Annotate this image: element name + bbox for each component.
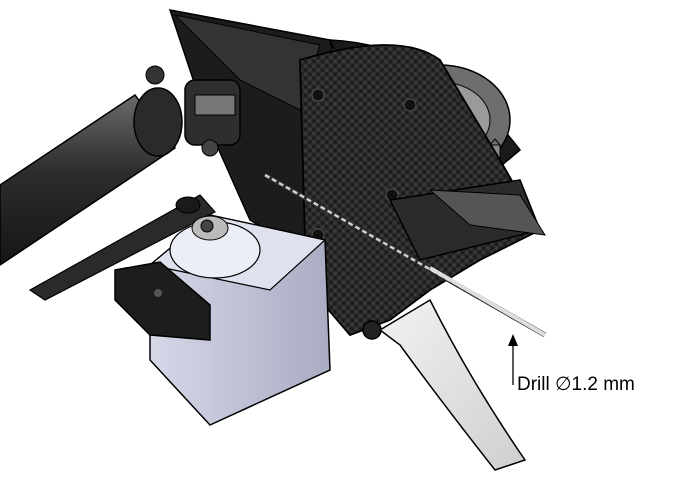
pushrod [28,194,216,301]
bellcrank-hub [145,65,241,157]
drill-callout-label: Drill ∅1.2 mm [517,374,635,395]
drill-bit [263,172,547,338]
lower-frame-rails [388,179,546,261]
tail-boom [0,87,183,266]
servo [114,214,331,426]
skid-strut [378,298,527,471]
drill-callout-leader [508,334,518,385]
carbon-side-plate [299,44,542,340]
